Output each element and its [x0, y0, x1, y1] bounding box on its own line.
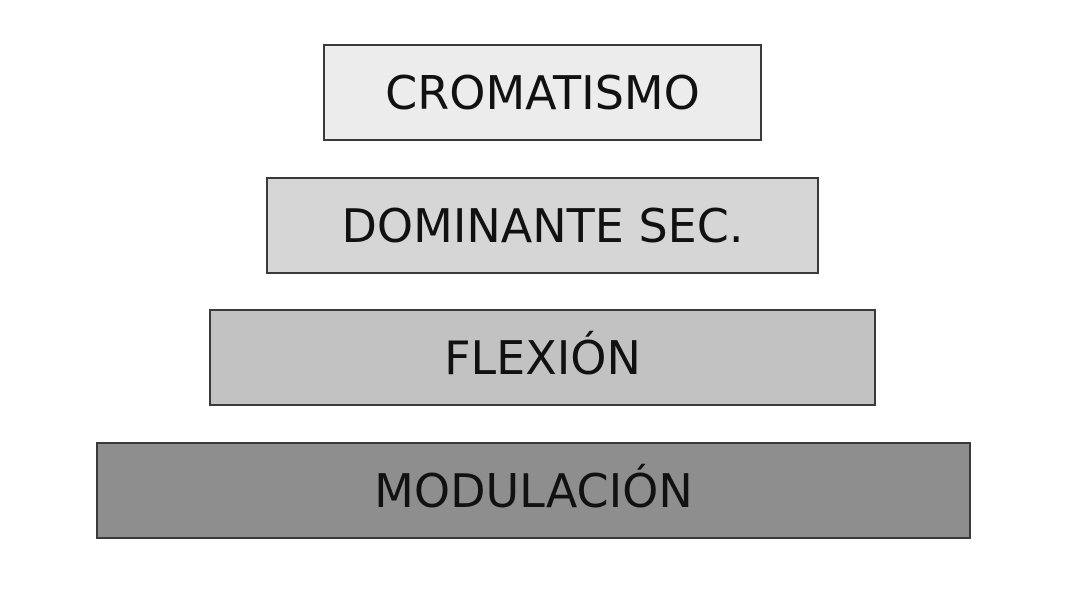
tier-cromatismo: CROMATISMO — [323, 44, 762, 141]
tier-dominante-sec: DOMINANTE SEC. — [266, 177, 819, 274]
tier-label: CROMATISMO — [385, 65, 700, 120]
tier-flexion: FLEXIÓN — [209, 309, 876, 406]
tier-modulacion: MODULACIÓN — [96, 442, 971, 539]
tier-label: FLEXIÓN — [444, 330, 641, 385]
tier-label: DOMINANTE SEC. — [341, 198, 744, 253]
tier-label: MODULACIÓN — [374, 463, 693, 518]
